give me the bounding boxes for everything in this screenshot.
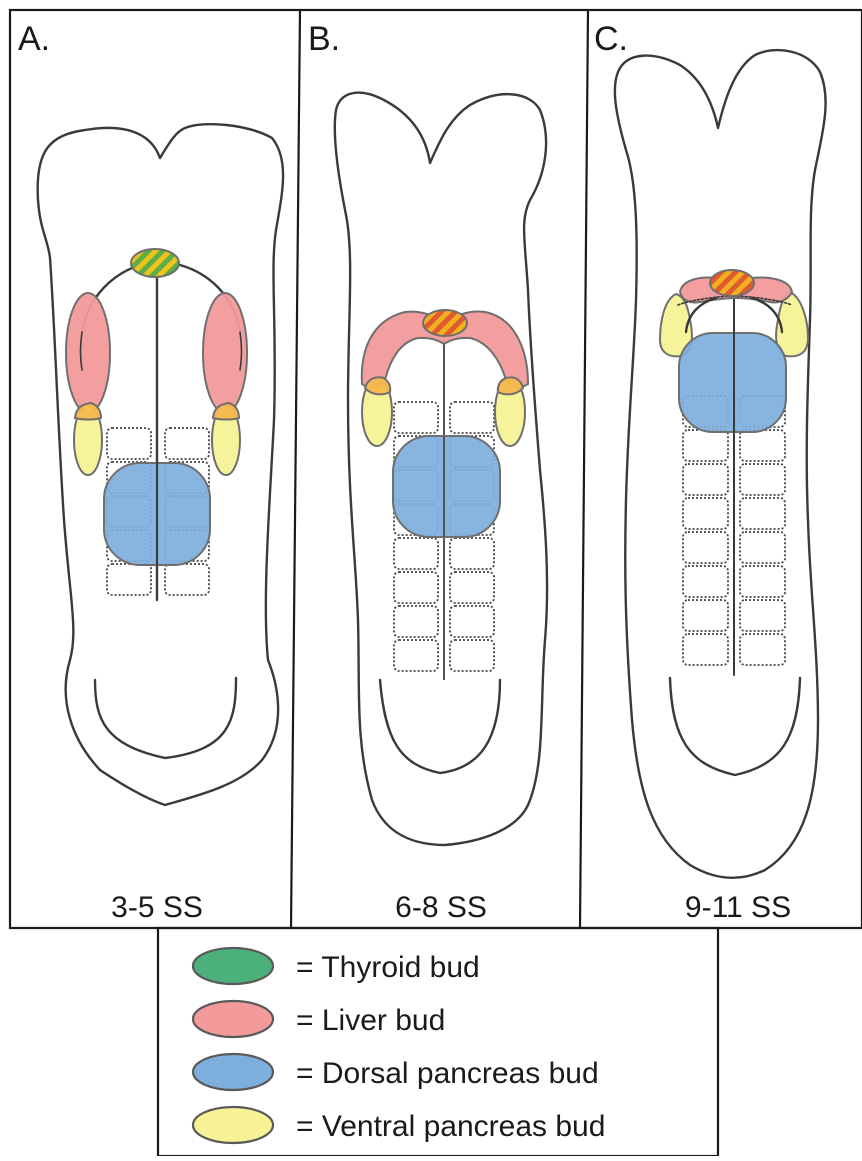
somite (394, 402, 438, 433)
somite (394, 572, 438, 603)
somite (450, 402, 494, 433)
legend-label-liver: = Liver bud (296, 1004, 445, 1037)
somite (683, 566, 728, 597)
somite (683, 430, 728, 461)
legend: = Thyroid bud = Liver bud = Dorsal pancr… (193, 948, 605, 1143)
panel-a-letter: A. (18, 20, 50, 58)
liver-bud-swatch (193, 1001, 273, 1037)
embryo-b-dorsal-pancreas-bud (393, 436, 500, 537)
ventral-pancreas-bud-swatch (193, 1107, 273, 1143)
embryo-b-thyroid-liver-overlap (423, 310, 467, 336)
somite (450, 538, 494, 569)
embryo-a-thyroid-bud (131, 249, 179, 277)
embryo-b-overlap-left (365, 377, 390, 394)
somite (740, 498, 785, 529)
somite (165, 564, 209, 595)
panel-c-letter: C. (594, 20, 628, 58)
embryo-b (335, 93, 547, 845)
somite (450, 640, 494, 671)
somite (394, 538, 438, 569)
somite (394, 606, 438, 637)
legend-label-ventral: = Ventral pancreas bud (296, 1110, 605, 1143)
somite (740, 634, 785, 665)
somite (107, 564, 151, 595)
embryo-a-liver-bud-right (203, 293, 247, 413)
embryo-b-overlap-right (498, 377, 523, 394)
legend-item-liver: = Liver bud (193, 1001, 445, 1037)
somite (394, 640, 438, 671)
embryo-c-dorsal-pancreas-bud (679, 333, 786, 432)
legend-label-thyroid: = Thyroid bud (296, 951, 480, 984)
legend-item-dorsal: = Dorsal pancreas bud (193, 1054, 599, 1090)
somite (683, 464, 728, 495)
panel-b-letter: B. (308, 20, 340, 58)
somite (740, 600, 785, 631)
frame-divider-ab (291, 10, 300, 928)
panel-c-stage-label: 9-11 SS (685, 891, 791, 924)
somite (740, 430, 785, 461)
panel-a-stage-label: 3-5 SS (111, 891, 203, 924)
frame-divider-bc (580, 10, 588, 928)
embryo-c-thyroid-liver-overlap (710, 270, 754, 296)
legend-label-dorsal: = Dorsal pancreas bud (296, 1057, 599, 1090)
embryo-a-liver-bud-left (66, 293, 110, 413)
somite (165, 428, 209, 459)
panel-b-stage-label: 6-8 SS (395, 891, 487, 924)
dorsal-pancreas-bud-swatch (193, 1054, 273, 1090)
somite (740, 566, 785, 597)
somite (450, 572, 494, 603)
somite (450, 606, 494, 637)
somite (683, 532, 728, 563)
somite (683, 634, 728, 665)
embryo-a (38, 124, 283, 805)
thyroid-bud-swatch (193, 948, 273, 984)
somite (683, 600, 728, 631)
somite (740, 464, 785, 495)
somite (740, 532, 785, 563)
somite (107, 428, 151, 459)
legend-item-thyroid: = Thyroid bud (193, 948, 480, 984)
legend-item-ventral: = Ventral pancreas bud (193, 1107, 605, 1143)
embryo-c (615, 50, 826, 878)
somite (683, 498, 728, 529)
